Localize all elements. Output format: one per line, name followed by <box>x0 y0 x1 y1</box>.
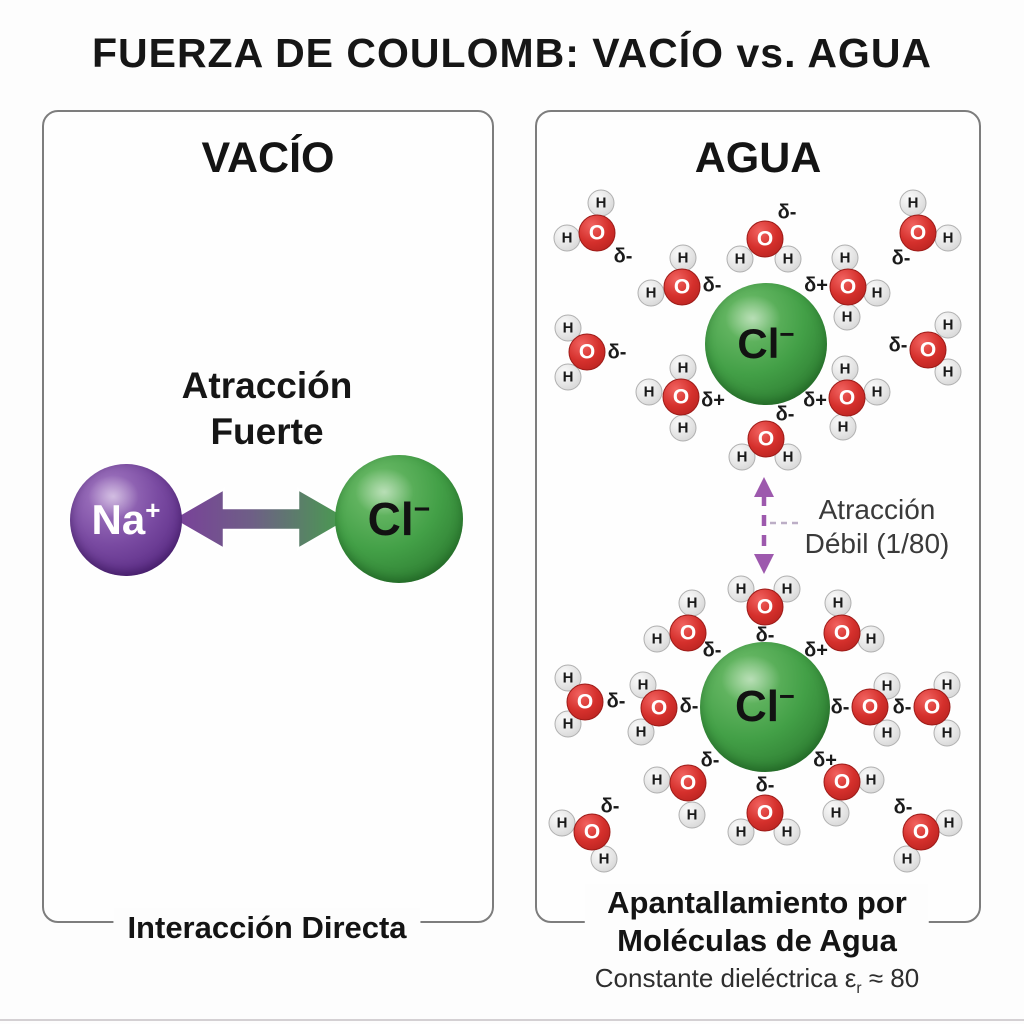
vacuum-panel-title: VACÍO <box>201 134 335 182</box>
bottom-edge-line <box>0 1019 1024 1021</box>
water-legend-line2: Moléculas de Agua <box>617 923 897 958</box>
water-panel-title: AGUA <box>694 134 822 182</box>
vacuum-panel: VACÍO <box>42 110 494 923</box>
main-title: FUERZA DE COULOMB: VACÍO vs. AGUA <box>91 30 933 76</box>
vacuum-legend: Interacción Directa <box>113 908 421 948</box>
water-legend-line1: Apantallamiento por <box>607 885 907 920</box>
water-legend: Apantallamiento por Moléculas de Agua Co… <box>584 884 930 999</box>
dielectric-constant-label: Constante dieléctrica εr ≈ 80 <box>594 963 920 998</box>
weak-attraction-label: Atracción Débil (1/80) <box>804 494 950 559</box>
strong-attraction-label: Atracción Fuerte <box>181 365 353 452</box>
